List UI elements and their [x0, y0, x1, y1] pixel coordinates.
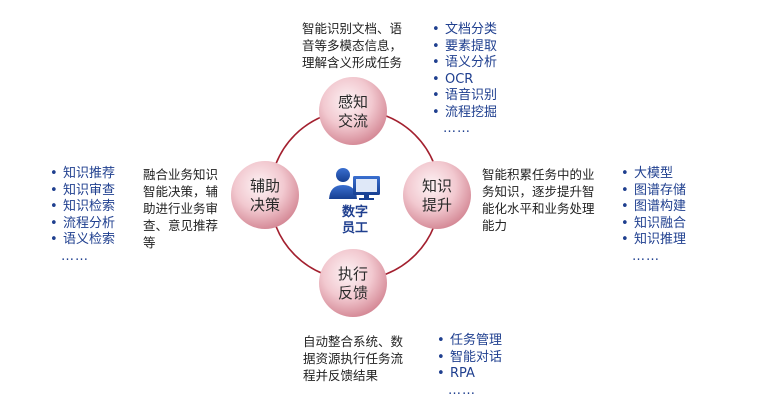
list-ellipsis: ……	[448, 382, 476, 398]
node-top-line1: 感知	[338, 93, 368, 111]
list-item: 任务管理	[437, 333, 502, 350]
list-item: 知识融合	[621, 216, 686, 233]
desc-top: 智能识别文档、语 音等多模态信息， 理解含义形成任务	[302, 21, 403, 70]
list-item: 知识审查	[50, 183, 115, 200]
desc-left: 融合业务知识 智能决策，辅 助进行业务审 查、意见推荐 等	[143, 167, 219, 250]
list-item: 知识推理	[621, 232, 686, 249]
node-perceive-communicate: 感知 交流	[319, 77, 387, 145]
list-item: 流程分析	[50, 216, 115, 233]
feature-list-bottom: 任务管理 智能对话 RPA ……	[437, 333, 502, 399]
feature-list-left: 知识推荐 知识审查 知识检索 流程分析 语义检索 ……	[50, 166, 115, 265]
node-assist-decision: 辅助 决策	[231, 161, 299, 229]
list-item: RPA	[437, 366, 502, 383]
list-item: 要素提取	[432, 39, 497, 56]
list-item: 流程挖掘	[432, 105, 497, 122]
node-left-line2: 决策	[250, 196, 280, 214]
node-top-line2: 交流	[338, 112, 368, 130]
list-item: 智能对话	[437, 350, 502, 367]
feature-list-right: 大模型 图谱存储 图谱构建 知识融合 知识推理 ……	[621, 166, 686, 265]
list-item: 语义分析	[432, 55, 497, 72]
list-item: 图谱存储	[621, 183, 686, 200]
list-item: OCR	[432, 72, 497, 89]
feature-list-top: 文档分类 要素提取 语义分析 OCR 语音识别 流程挖掘 ……	[432, 22, 497, 138]
list-item: 知识推荐	[50, 166, 115, 183]
node-left-line1: 辅助	[250, 177, 280, 195]
list-ellipsis: ……	[61, 248, 89, 264]
center-label-line2: 员工	[342, 221, 368, 236]
node-right-line2: 提升	[422, 196, 452, 214]
node-execute-feedback: 执行 反馈	[319, 249, 387, 317]
node-knowledge-improve: 知识 提升	[403, 161, 471, 229]
list-ellipsis: ……	[632, 248, 660, 264]
node-bottom-line1: 执行	[338, 265, 368, 283]
list-ellipsis: ……	[443, 121, 471, 136]
list-item: 大模型	[621, 166, 686, 183]
list-item: 语义检索	[50, 232, 115, 249]
node-bottom-line2: 反馈	[338, 284, 368, 302]
list-item: 语音识别	[432, 88, 497, 105]
desc-bottom: 自动整合系统、数 据资源执行任务流 程并反馈结果	[303, 334, 404, 383]
center-label-line1: 数字	[342, 204, 368, 220]
digital-employee-icon	[329, 168, 380, 200]
list-item: 知识检索	[50, 199, 115, 216]
node-right-line1: 知识	[422, 177, 452, 195]
list-item: 文档分类	[432, 22, 497, 39]
desc-right: 智能积累任务中的业 务知识，逐步提升智 能化水平和业务处理 能力	[482, 167, 595, 233]
list-item: 图谱构建	[621, 199, 686, 216]
